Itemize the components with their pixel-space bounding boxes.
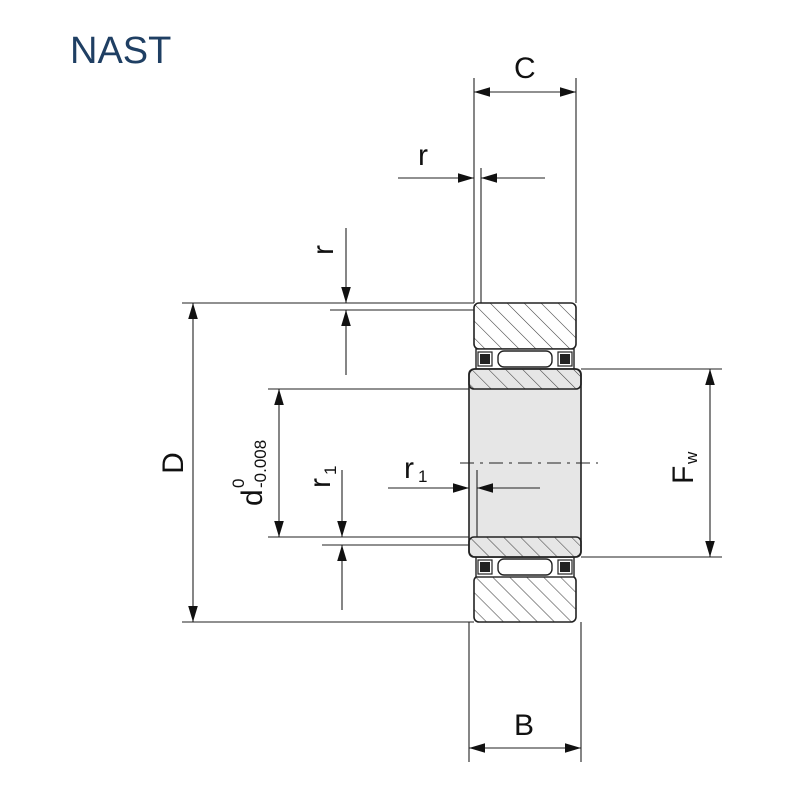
outer-ring-top — [473, 302, 577, 350]
label-r-left: r — [307, 245, 340, 255]
label-r1-left-sub: 1 — [321, 466, 340, 475]
roller-bottom — [497, 558, 553, 576]
bearing-section — [460, 302, 598, 623]
label-b: B — [514, 709, 534, 742]
inner-ring-bottom-band — [468, 536, 582, 558]
label-fw: F — [667, 466, 700, 484]
seal-bottom-right — [557, 559, 573, 575]
label-D: D — [157, 452, 190, 474]
label-r1-center-sub: 1 — [418, 467, 427, 486]
label-fw-sub: w — [682, 451, 701, 465]
dimension-r1-center: r 1 — [388, 452, 540, 537]
label-d-upper-tol: 0 — [229, 479, 248, 488]
outer-ring-bottom — [473, 575, 577, 623]
inner-ring-top-band — [468, 368, 582, 390]
seal-bottom-left — [477, 559, 493, 575]
seal-top-left — [477, 351, 493, 367]
dimension-c: C — [474, 52, 576, 97]
extension-lines — [182, 78, 722, 762]
label-r1-left: r — [304, 478, 337, 488]
dimension-d-outer: D — [157, 303, 198, 622]
dimension-r-left: r — [307, 228, 351, 375]
roller-top — [497, 350, 553, 368]
label-r-top: r — [418, 139, 428, 172]
dimension-fw: F w — [667, 369, 715, 557]
dimension-r-top: r — [398, 139, 545, 183]
seal-top-right — [557, 351, 573, 367]
label-d: d — [236, 489, 269, 506]
page-title: NAST — [70, 30, 171, 72]
label-d-lower-tol: -0.008 — [251, 440, 270, 488]
label-c: C — [514, 52, 536, 85]
label-r1-center: r — [404, 452, 414, 485]
dimension-r1-left: r 1 — [304, 466, 347, 610]
dimension-d-bore: d 0 -0.008 — [229, 389, 284, 537]
dimension-b: B — [469, 709, 581, 753]
